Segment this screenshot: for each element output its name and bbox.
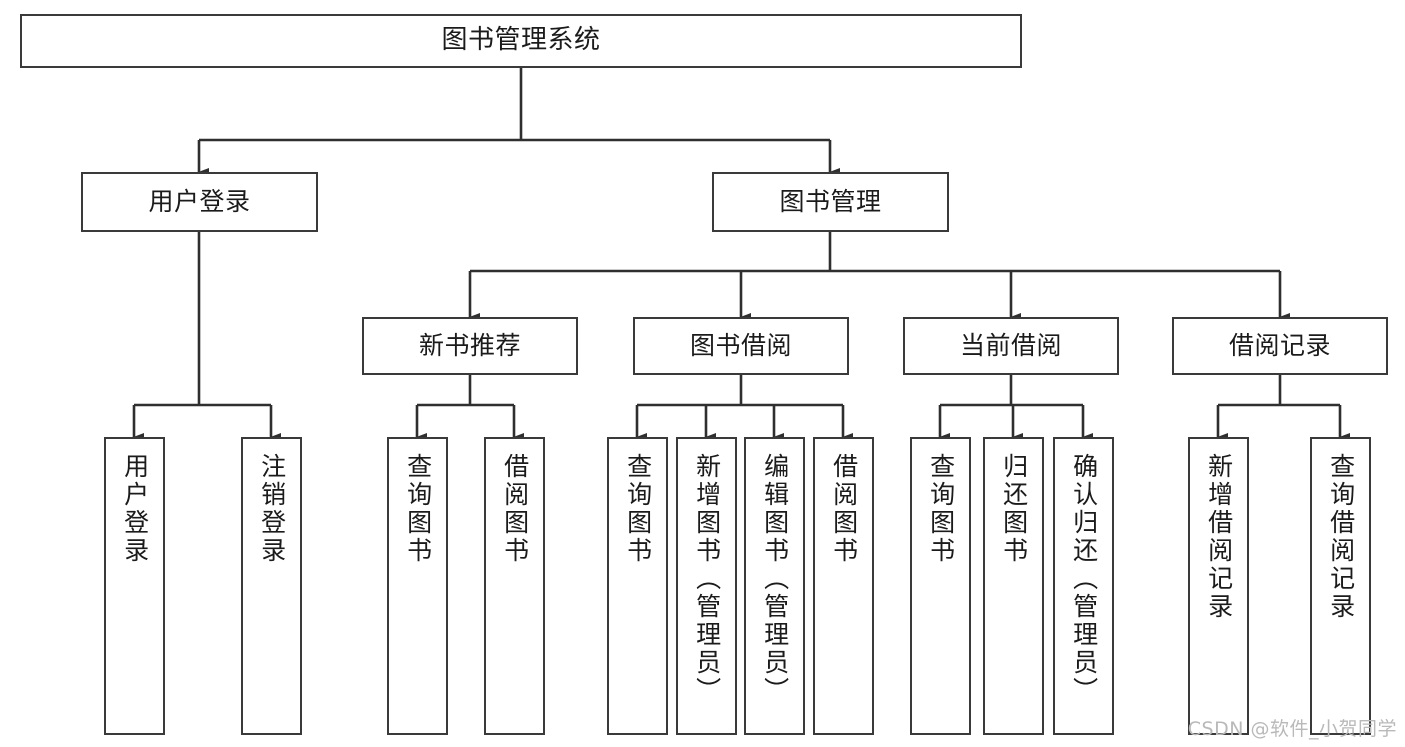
node-label-leaf-add-book: 新增图书（管理员） (692, 453, 722, 705)
node-label-user-login: 用户登录 (148, 187, 251, 216)
node-leaf-borrow-book-1[interactable]: 借阅图书 (484, 437, 545, 735)
node-label-current-borrow: 当前借阅 (959, 331, 1062, 360)
node-label-leaf-return-book: 归还图书 (999, 453, 1029, 565)
node-label-leaf-logout: 注销登录 (257, 453, 287, 565)
node-leaf-edit-book[interactable]: 编辑图书（管理员） (744, 437, 805, 735)
node-leaf-query-book-2[interactable]: 查询图书 (607, 437, 668, 735)
node-label-leaf-query-book-3: 查询图书 (926, 453, 956, 565)
node-book-borrow[interactable]: 图书借阅 (633, 317, 849, 375)
node-label-leaf-borrow-book-1: 借阅图书 (500, 453, 530, 565)
node-borrow-record[interactable]: 借阅记录 (1172, 317, 1388, 375)
node-leaf-return-book[interactable]: 归还图书 (983, 437, 1044, 735)
node-label-new-book-recommend: 新书推荐 (418, 331, 521, 360)
node-label-book-manage: 图书管理 (779, 187, 882, 216)
node-leaf-add-book[interactable]: 新增图书（管理员） (676, 437, 737, 735)
node-leaf-confirm-return[interactable]: 确认归还（管理员） (1053, 437, 1114, 735)
node-label-leaf-user-login: 用户登录 (120, 453, 150, 565)
node-new-book-recommend[interactable]: 新书推荐 (362, 317, 578, 375)
node-label-leaf-query-book-2: 查询图书 (623, 453, 653, 565)
node-book-manage[interactable]: 图书管理 (712, 172, 949, 232)
node-leaf-query-book-3[interactable]: 查询图书 (910, 437, 971, 735)
node-label-borrow-record: 借阅记录 (1228, 331, 1331, 360)
node-label-root: 图书管理系统 (441, 25, 601, 56)
node-leaf-logout[interactable]: 注销登录 (241, 437, 302, 735)
node-leaf-query-book-1[interactable]: 查询图书 (387, 437, 448, 735)
node-label-leaf-query-book-1: 查询图书 (403, 453, 433, 565)
node-label-book-borrow: 图书借阅 (689, 331, 792, 360)
node-leaf-borrow-book-2[interactable]: 借阅图书 (813, 437, 874, 735)
node-label-leaf-query-borrow-record: 查询借阅记录 (1326, 453, 1356, 621)
node-label-leaf-add-borrow-record: 新增借阅记录 (1204, 453, 1234, 621)
node-leaf-user-login[interactable]: 用户登录 (104, 437, 165, 735)
node-label-leaf-edit-book: 编辑图书（管理员） (760, 453, 790, 705)
node-current-borrow[interactable]: 当前借阅 (903, 317, 1119, 375)
node-leaf-query-borrow-record[interactable]: 查询借阅记录 (1310, 437, 1371, 735)
node-label-leaf-confirm-return: 确认归还（管理员） (1069, 453, 1099, 705)
node-label-leaf-borrow-book-2: 借阅图书 (829, 453, 859, 565)
node-user-login[interactable]: 用户登录 (81, 172, 318, 232)
node-root[interactable]: 图书管理系统 (20, 14, 1022, 68)
node-leaf-add-borrow-record[interactable]: 新增借阅记录 (1188, 437, 1249, 735)
